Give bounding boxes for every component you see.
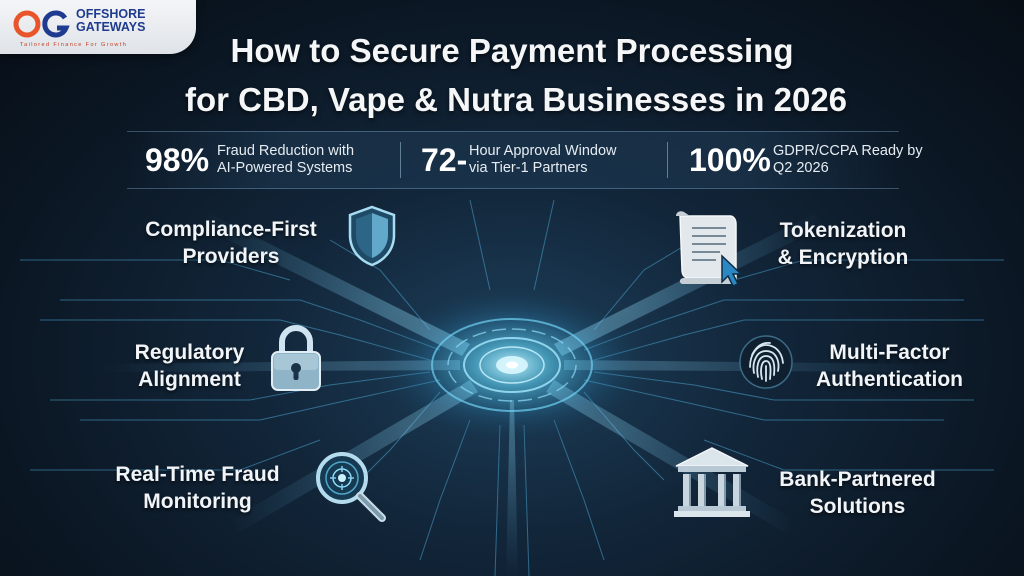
feature-label-line-2: Authentication (816, 368, 963, 391)
stat-value: 98% (145, 142, 210, 178)
fingerprint-icon (739, 335, 793, 389)
feature-label-line-2: Monitoring (143, 490, 252, 513)
feature-label-line-1: Multi-Factor (829, 341, 950, 364)
logo-tagline: Tailored Finance For Growth (20, 42, 128, 48)
stat-description: Fraud Reduction with AI-Powered Systems (217, 143, 354, 177)
og-logo-mark (13, 10, 70, 38)
stat-description-line-2: AI-Powered Systems (217, 160, 353, 176)
feature-label-line-2: & Encryption (777, 246, 909, 269)
stat-divider (400, 142, 401, 178)
logo-name-line-1: OFFSHORE (76, 7, 146, 21)
feature-label-line-2: Solutions (809, 495, 906, 518)
shield-icon (348, 205, 396, 267)
feature-label-line-2: Alignment (138, 368, 241, 391)
stat-description: GDPR/CCPA Ready by Q2 2026 (773, 143, 923, 177)
feature-label-line-1: Tokenization (779, 219, 907, 242)
logo-name: OFFSHORE GATEWAYS (76, 8, 186, 34)
company-logo: OFFSHORE GATEWAYS Tailored Finance For G… (0, 0, 196, 54)
feature-label-line-1: Real-Time Fraud (115, 463, 280, 486)
title-line-2: for CBD, Vape & Nutra Businesses in 2026 (184, 81, 848, 118)
feature-label-compliance-first-providers: Compliance-First Providers (131, 216, 331, 270)
stat-description-line-1: Fraud Reduction with (217, 143, 355, 159)
feature-label-multi-factor-authentication: Multi-Factor Authentication (802, 339, 977, 393)
feature-label-line-1: Compliance-First (145, 218, 317, 241)
page-title: How to Secure Payment Processing for CBD… (60, 26, 964, 124)
stat-description-line-1: GDPR/CCPA Ready by (773, 143, 923, 159)
feature-label-regulatory-alignment: Regulatory Alignment (122, 339, 257, 393)
title-line-1: How to Secure Payment Processing (230, 32, 794, 69)
feature-label-line-2: Providers (182, 245, 280, 268)
central-hub (362, 280, 662, 450)
stat-description-line-2: via Tier-1 Partners (469, 160, 588, 176)
bank-icon (674, 447, 750, 517)
feature-label-line-1: Regulatory (134, 341, 245, 364)
stat-divider (667, 142, 668, 178)
feature-label-line-1: Bank-Partnered (779, 468, 936, 491)
stat-description-line-1: Hour Approval Window (469, 143, 617, 159)
document-cursor-icon (676, 211, 743, 287)
feature-label-real-time-fraud-monitoring: Real-Time Fraud Monitoring (100, 461, 295, 515)
logo-name-line-2: GATEWAYS (76, 20, 146, 34)
feature-label-tokenization-encryption: Tokenization & Encryption (768, 217, 918, 271)
magnifier-icon (316, 452, 386, 522)
stat-description-line-2: Q2 2026 (773, 160, 829, 176)
stat-value: 72- (421, 142, 468, 178)
feature-label-bank-partnered-solutions: Bank-Partnered Solutions (770, 466, 945, 520)
stats-bar: 98% Fraud Reduction with AI-Powered Syst… (127, 131, 923, 189)
stat-value: 100% (689, 142, 771, 178)
stat-description: Hour Approval Window via Tier-1 Partners (469, 143, 617, 177)
padlock-icon (271, 325, 321, 391)
